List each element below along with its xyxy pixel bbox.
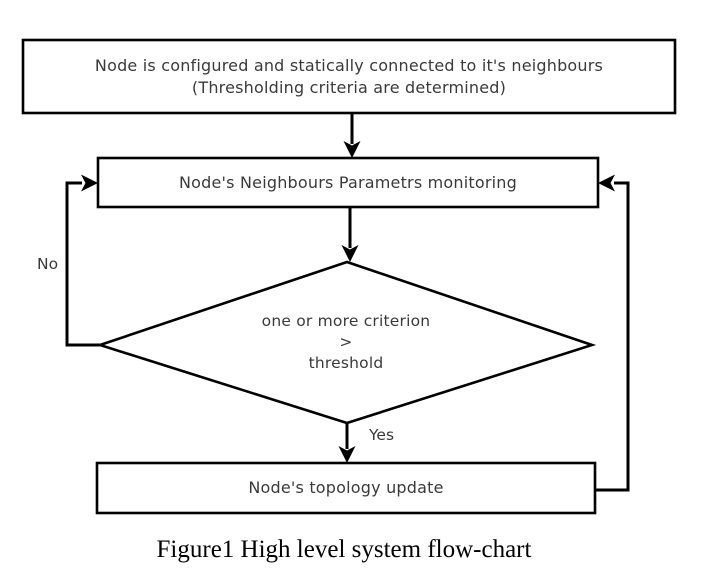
decision-diamond-text: one or more criterion > threshold — [100, 262, 592, 423]
yes-edge-label: Yes — [369, 426, 395, 444]
update-box — [95, 461, 597, 515]
arrowhead-no-loop — [81, 174, 98, 192]
monitoring-box-text: Node's Neighbours Parametrs monitoring — [98, 158, 598, 207]
update-box-label: Node's topology update — [248, 478, 444, 497]
arrowhead-configure-to-monitoring — [343, 141, 361, 158]
configure-box-text: Node is configured and statically connec… — [23, 40, 675, 113]
configure-box — [21, 38, 677, 115]
arrowhead-update-loop — [598, 174, 615, 192]
decision-line3: threshold — [308, 354, 384, 372]
decision-line2: > — [339, 333, 353, 351]
monitoring-box-label: Node's Neighbours Parametrs monitoring — [179, 172, 517, 192]
figure-caption: Figure1 High level system flow-chart — [156, 536, 532, 563]
no-edge-label: No — [37, 255, 59, 273]
loop-update-line — [595, 181, 630, 492]
arrowhead-monitoring-to-decision — [341, 245, 359, 262]
arrowhead-decision-to-update — [338, 446, 356, 463]
monitoring-box — [96, 156, 600, 209]
configure-box-line1: Node is configured and statically connec… — [94, 55, 604, 75]
configure-box-line2: (Thresholding criteria are determined) — [191, 77, 507, 97]
decision-line1: one or more criterion — [261, 312, 431, 330]
update-box-text: Node's topology update — [97, 463, 595, 513]
loop-no-line — [65, 181, 100, 347]
